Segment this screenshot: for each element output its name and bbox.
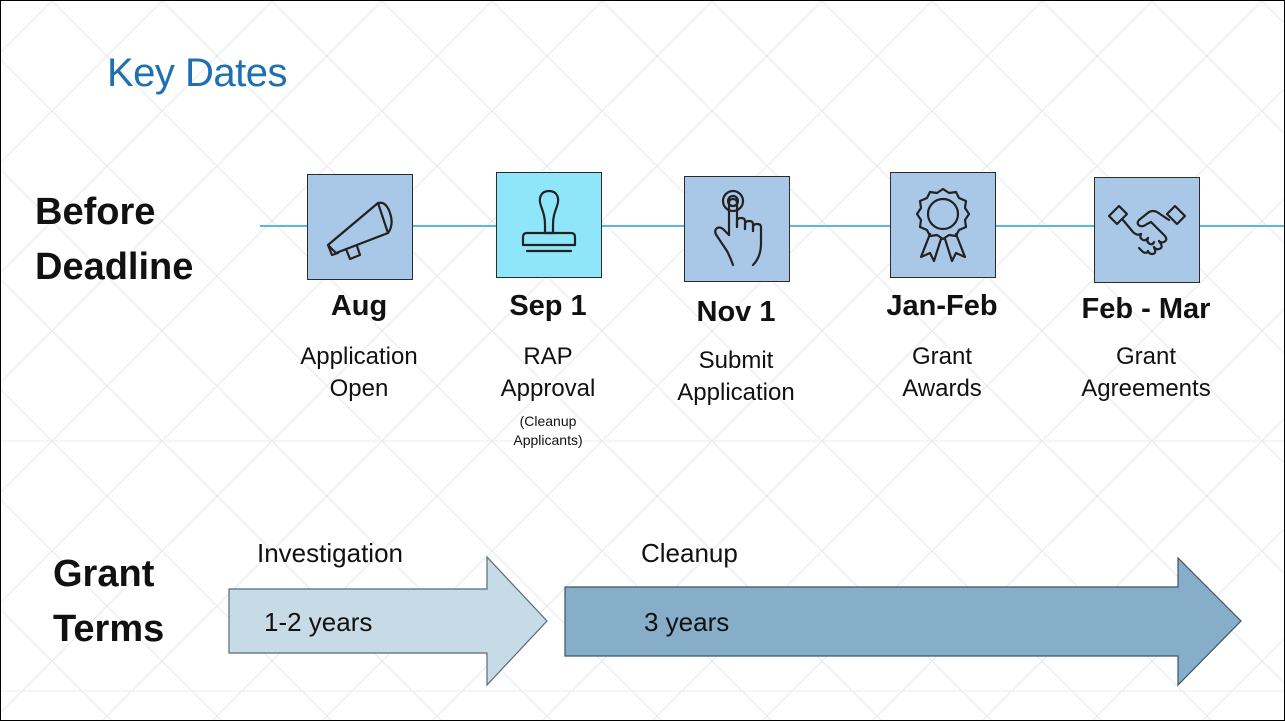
description-line: Awards <box>902 375 982 402</box>
investigation-arrow <box>228 555 548 687</box>
milestone-icon-box <box>1094 177 1200 283</box>
row-label-line: Before <box>35 191 156 233</box>
row-label-grant-terms: Grant Terms <box>53 547 164 657</box>
description-line: Grant <box>911 343 973 370</box>
term-duration: 3 years <box>644 607 730 637</box>
milestone-date: Sep 1 <box>509 290 587 322</box>
touch-hand-icon <box>714 189 763 267</box>
description-line: RAP <box>523 343 573 370</box>
description-line: Submit <box>698 347 774 374</box>
milestone-description: Application Open <box>269 341 449 405</box>
milestone-description: Grant Agreements <box>1056 341 1236 405</box>
note-line: Applicants) <box>513 432 583 448</box>
handshake-icon <box>1107 204 1187 256</box>
milestone-note: (Cleanup Applicants) <box>458 412 638 450</box>
milestone-description: Submit Application <box>646 345 826 409</box>
milestone-icon-box <box>496 172 602 278</box>
milestone-icon-box <box>684 176 790 282</box>
milestone-description: Grant Awards <box>852 341 1032 405</box>
term-duration: 1-2 years <box>264 607 373 637</box>
row-label-line: Deadline <box>35 246 194 288</box>
row-label-line: Terms <box>53 608 165 650</box>
milestone-date: Jan-Feb <box>886 290 998 322</box>
page-title: Key Dates <box>107 51 288 95</box>
milestone-date: Nov 1 <box>696 296 776 328</box>
description-line: Application <box>300 343 418 370</box>
milestone-date: Feb - Mar <box>1081 293 1211 325</box>
milestone-icon-box <box>890 172 996 278</box>
description-line: Application <box>677 379 795 406</box>
term-label: Cleanup <box>641 538 738 568</box>
row-label-before-deadline: Before Deadline <box>35 185 193 295</box>
stamp-icon <box>521 189 577 253</box>
megaphone-icon <box>326 201 393 261</box>
description-line: Agreements <box>1081 375 1211 402</box>
cleanup-arrow <box>564 556 1242 687</box>
milestone-date: Aug <box>330 290 388 322</box>
award-ribbon-icon <box>915 187 971 263</box>
description-line: Open <box>329 375 389 402</box>
row-label-line: Grant <box>53 553 155 595</box>
term-label: Investigation <box>257 538 403 568</box>
description-line: Approval <box>500 375 596 402</box>
note-line: (Cleanup <box>519 413 577 429</box>
milestone-icon-box <box>307 174 413 280</box>
milestone-description: RAP Approval <box>458 341 638 405</box>
description-line: Grant <box>1115 343 1177 370</box>
